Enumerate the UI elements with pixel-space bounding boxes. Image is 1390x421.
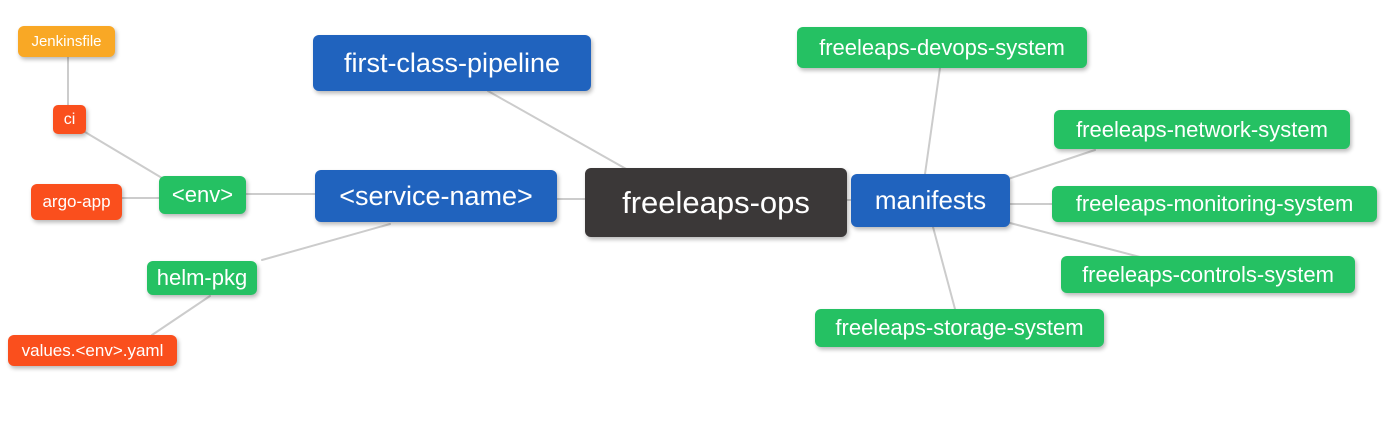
node-freeleaps-controls-system[interactable]: freeleaps-controls-system [1061,256,1355,293]
edge-pipeline-ops [487,90,629,171]
edge-ci-env [84,131,163,179]
node-first-class-pipeline[interactable]: first-class-pipeline [313,35,591,91]
node-freeleaps-network-system[interactable]: freeleaps-network-system [1054,110,1350,149]
edge-manifests-controls [1009,222,1141,258]
node-argo-app[interactable]: argo-app [31,184,122,220]
node-manifests[interactable]: manifests [851,174,1010,227]
node-freeleaps-monitoring-system[interactable]: freeleaps-monitoring-system [1052,186,1377,222]
node-values-env-yaml[interactable]: values.<env>.yaml [8,335,177,366]
node-jenkinsfile[interactable]: Jenkinsfile [18,26,115,57]
edge-manifests-devops [924,67,941,175]
edge-service-name-helm-pkg [261,223,391,261]
edge-manifests-network [1007,149,1096,180]
node-freeleaps-ops-root[interactable]: freeleaps-ops [585,168,847,237]
edge-manifests-storage [932,226,956,310]
node-helm-pkg[interactable]: helm-pkg [147,261,257,295]
node-freeleaps-devops-system[interactable]: freeleaps-devops-system [797,27,1087,68]
node-service-name[interactable]: <service-name> [315,170,557,222]
node-env[interactable]: <env> [159,176,246,214]
node-ci[interactable]: ci [53,105,86,134]
node-freeleaps-storage-system[interactable]: freeleaps-storage-system [815,309,1104,347]
edge-helm-pkg-values [151,295,211,336]
